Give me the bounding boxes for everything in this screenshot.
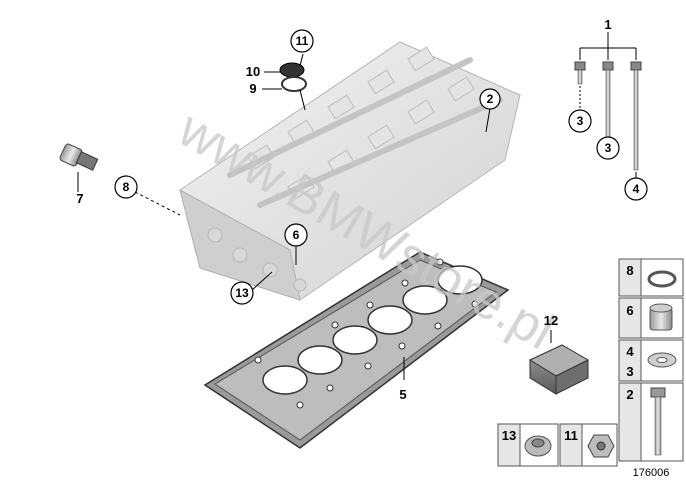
- svg-text:4: 4: [633, 182, 640, 196]
- panel-4-3: 4 3: [618, 339, 684, 382]
- reference-number: 176006: [633, 467, 670, 479]
- svg-text:4: 4: [626, 344, 634, 359]
- cylinder-head: [179, 41, 521, 301]
- panel-2: 2: [618, 382, 684, 462]
- svg-text:3: 3: [626, 364, 633, 379]
- sensor-part: [59, 143, 181, 216]
- svg-text:11: 11: [564, 428, 578, 443]
- callout-11: 11: [290, 29, 314, 53]
- svg-text:3: 3: [577, 114, 584, 128]
- svg-text:2: 2: [626, 387, 633, 402]
- label-7: 7: [76, 191, 83, 206]
- label-12: 12: [544, 313, 558, 328]
- callout-8: 8: [114, 175, 138, 199]
- callout-2: 2: [479, 88, 501, 110]
- svg-text:8: 8: [626, 263, 633, 278]
- svg-text:11: 11: [296, 34, 309, 48]
- svg-text:6: 6: [293, 228, 300, 242]
- svg-text:2: 2: [487, 92, 494, 106]
- sealant-block: [528, 344, 590, 395]
- svg-text:6: 6: [626, 303, 633, 318]
- panel-11: 11: [559, 423, 618, 467]
- leader-lines: [251, 107, 491, 380]
- svg-text:3: 3: [605, 141, 612, 155]
- panel-6: 6: [618, 297, 684, 339]
- callout-3b: 3: [596, 136, 620, 160]
- label-1: 1: [604, 17, 611, 32]
- callout-4: 4: [624, 177, 648, 201]
- label-10: 10: [246, 64, 260, 79]
- label-5: 5: [399, 387, 406, 402]
- panel-8: 8: [618, 258, 684, 297]
- head-gasket: [203, 251, 510, 449]
- svg-text:13: 13: [235, 286, 249, 300]
- svg-text:8: 8: [123, 180, 130, 194]
- label-9: 9: [249, 81, 256, 96]
- svg-text:13: 13: [502, 428, 516, 443]
- callout-6: 6: [284, 223, 308, 247]
- panel-13: 13: [497, 423, 559, 467]
- callout-3a: 3: [568, 109, 592, 133]
- callout-13: 13: [230, 281, 254, 305]
- cover-seal: [279, 53, 307, 111]
